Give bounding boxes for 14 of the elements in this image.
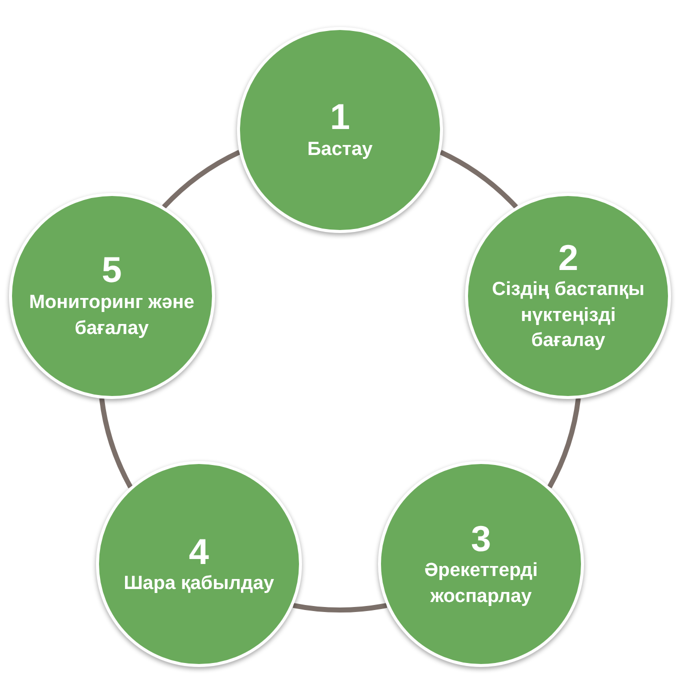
connector-arc — [292, 602, 388, 612]
step-label: Мониторинг және бағалау — [28, 290, 196, 341]
step-label: Шара қабылдау — [124, 572, 274, 596]
step-number: 2 — [558, 238, 578, 278]
step-label: Әрекеттерді жоспарлау — [423, 559, 539, 609]
step-number: 4 — [188, 532, 209, 572]
step-number: 3 — [471, 518, 492, 558]
step-label: Бастау — [307, 138, 373, 162]
connector-arc — [439, 150, 518, 209]
step-label: Сіздің бастапқы нүктеңізді бағалау — [491, 278, 646, 354]
connector-arc — [547, 398, 581, 488]
step-number: 1 — [330, 97, 350, 137]
step-number: 5 — [102, 250, 122, 290]
connector-arc — [99, 398, 133, 488]
